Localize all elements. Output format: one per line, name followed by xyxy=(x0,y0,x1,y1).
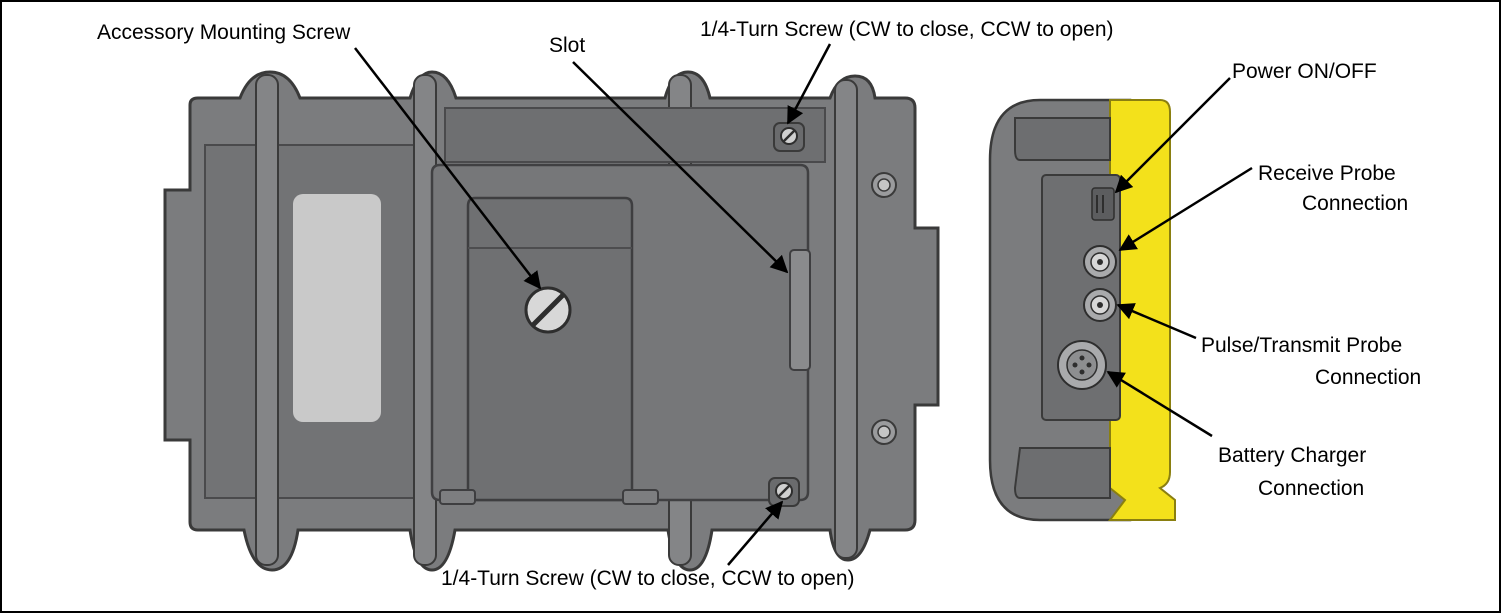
label-plate xyxy=(293,194,381,422)
side-grip-bottom xyxy=(1013,447,1111,499)
arrow-battery-charger xyxy=(1106,370,1213,438)
plate-foot-left xyxy=(439,489,476,505)
rib-4 xyxy=(834,79,858,559)
receive-connector-icon xyxy=(1083,245,1117,279)
label-power: Power ON/OFF xyxy=(1232,60,1377,83)
label-receive-probe-1: Receive Probe xyxy=(1258,162,1396,185)
label-battery-2: Connection xyxy=(1258,477,1364,500)
arrow-receive-probe xyxy=(1118,166,1253,252)
charger-connector-icon xyxy=(1057,340,1107,390)
label-pulse-probe-2: Connection xyxy=(1315,366,1421,389)
arrow-pulse-probe xyxy=(1116,303,1197,340)
label-slot: Slot xyxy=(549,34,585,57)
arrow-quarter-turn-bottom xyxy=(727,500,784,566)
label-receive-probe-2: Connection xyxy=(1302,192,1408,215)
accessory-screw-icon xyxy=(524,286,572,334)
rib-1 xyxy=(255,74,279,566)
label-quarter-turn-screw-top: 1/4-Turn Screw (CW to close, CCW to open… xyxy=(700,18,1114,41)
callout-arrows xyxy=(354,43,1253,566)
label-accessory-mounting-screw: Accessory Mounting Screw xyxy=(97,21,351,44)
instrument-side-view xyxy=(988,98,1176,522)
side-bolt-bottom-icon xyxy=(871,419,897,445)
arrow-accessory-screw xyxy=(354,47,542,290)
power-switch-icon xyxy=(1091,187,1115,221)
quarter-turn-screw-bottom-icon xyxy=(768,477,800,507)
accessory-plate xyxy=(466,196,634,502)
plate-foot-right xyxy=(622,489,659,505)
arrow-quarter-turn-top xyxy=(786,43,832,125)
top-ledge xyxy=(444,107,826,163)
side-body-yellow xyxy=(1108,99,1176,521)
label-quarter-turn-screw-bottom: 1/4-Turn Screw (CW to close, CCW to open… xyxy=(441,567,855,590)
quarter-turn-screw-top-icon xyxy=(773,122,805,152)
side-grip-top xyxy=(1014,117,1111,161)
label-battery-1: Battery Charger xyxy=(1218,444,1366,467)
side-bolt-top-icon xyxy=(871,172,897,198)
label-pulse-probe-1: Pulse/Transmit Probe xyxy=(1201,334,1402,357)
arrow-slot xyxy=(572,61,789,274)
pulse-connector-icon xyxy=(1083,288,1117,322)
instrument-back-view xyxy=(163,70,940,572)
slot xyxy=(789,249,811,371)
arrow-power xyxy=(1114,77,1231,194)
